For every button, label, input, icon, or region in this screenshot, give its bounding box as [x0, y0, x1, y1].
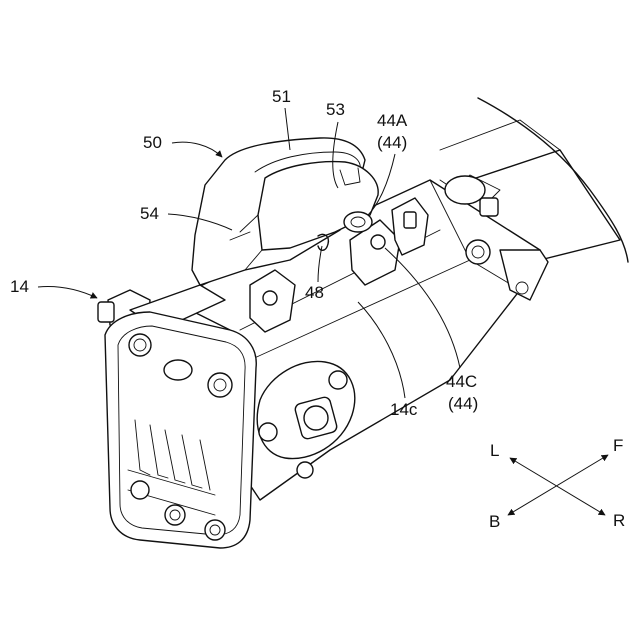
label-51: 51: [272, 87, 291, 106]
compass-label-R: R: [613, 511, 625, 530]
label-48: 48: [305, 283, 324, 302]
compass-axis-B-F: [508, 455, 608, 515]
direction-compass: L F B R: [489, 436, 625, 531]
label-50: 50: [143, 133, 162, 152]
label-44A-paren: (44): [377, 133, 407, 152]
label-14: 14: [10, 277, 29, 296]
label-53: 53: [326, 100, 345, 119]
label-44C: 44C: [446, 372, 477, 391]
compass-label-L: L: [490, 441, 499, 460]
compass-axis-L-R: [510, 458, 605, 515]
label-54: 54: [140, 204, 159, 223]
label-44A: 44A: [377, 111, 408, 130]
label-14c: 14c: [390, 400, 418, 419]
compass-label-B: B: [489, 512, 500, 531]
compass-label-F: F: [613, 436, 623, 455]
label-44C-paren: (44): [448, 394, 478, 413]
